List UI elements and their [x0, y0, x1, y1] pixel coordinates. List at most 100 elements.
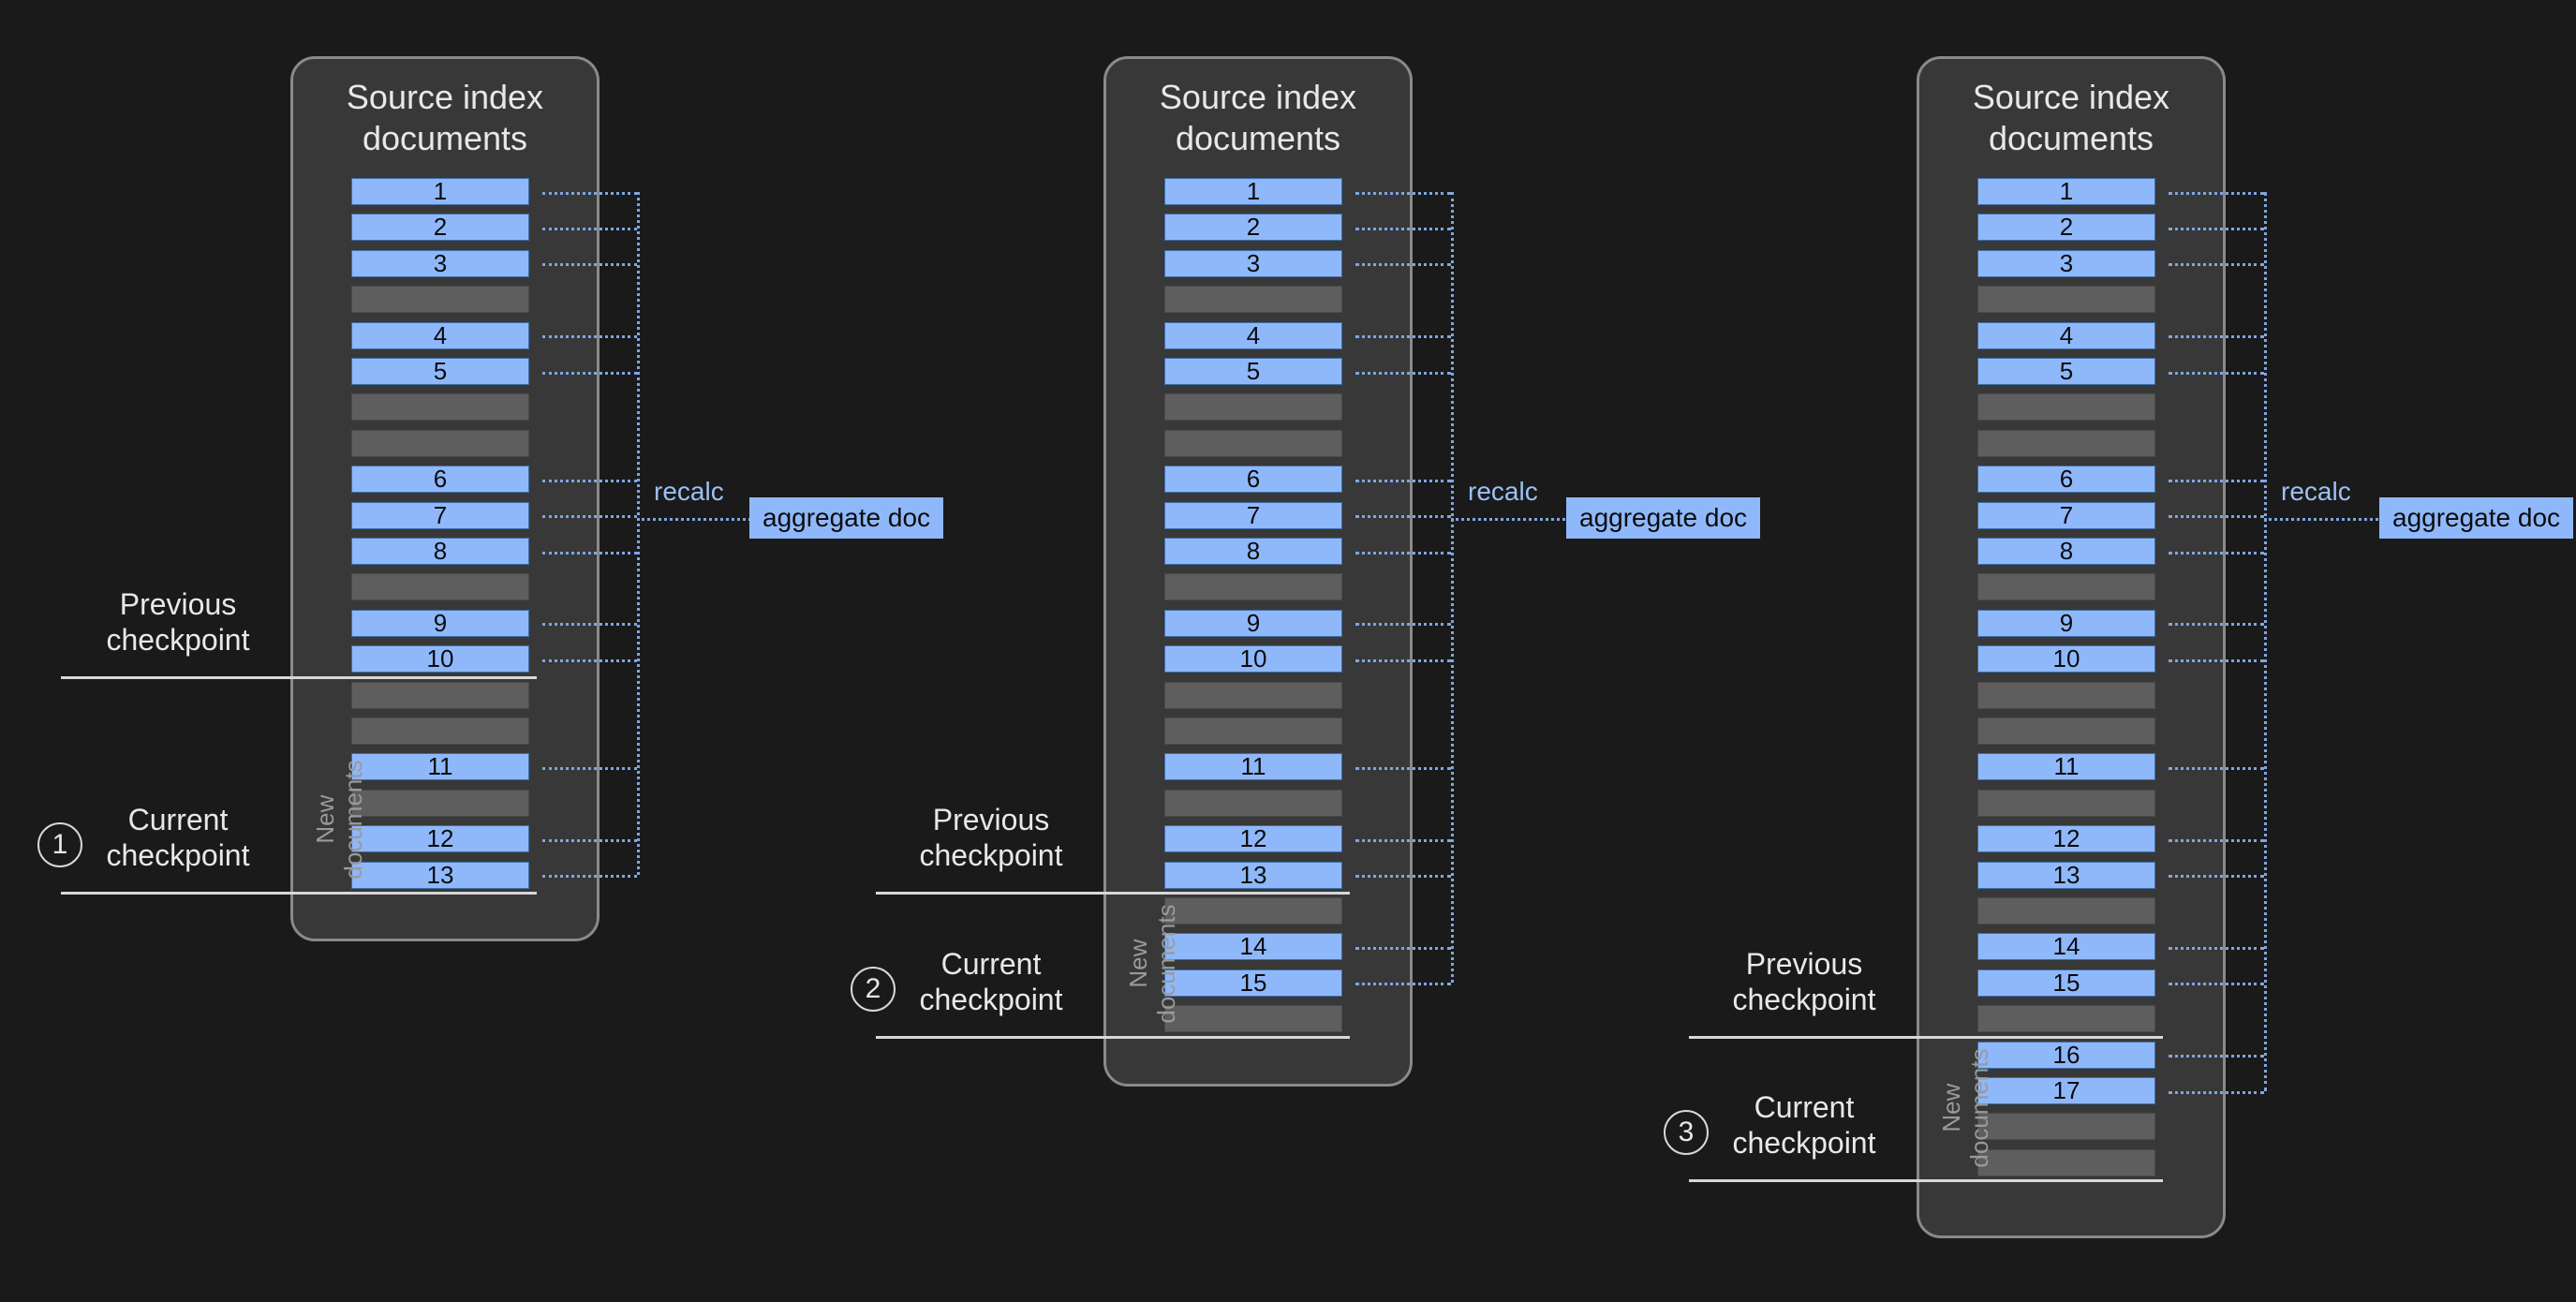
leader-line	[2169, 838, 2264, 842]
leader-line	[2169, 623, 2264, 627]
current-checkpoint-rule	[1689, 1179, 2163, 1183]
recalc-arrow	[1451, 518, 1571, 521]
leader-line	[542, 479, 637, 482]
leader-line	[1355, 515, 1451, 519]
leader-line	[2169, 1090, 2264, 1094]
leader-line	[542, 263, 637, 267]
empty-row	[351, 718, 529, 745]
current-checkpoint-label: Current checkpoint	[106, 803, 250, 872]
step-number-2: 2	[851, 966, 896, 1012]
document-row-12: 12	[1164, 824, 1342, 853]
document-row-1: 1	[1977, 177, 2155, 205]
empty-row	[1977, 789, 2155, 817]
leader-line	[542, 335, 637, 339]
empty-row	[351, 789, 529, 817]
leader-line	[542, 623, 637, 627]
document-row-3: 3	[1164, 249, 1342, 277]
empty-row	[1164, 286, 1342, 314]
recalc-label: recalc	[654, 477, 724, 506]
document-row-2: 2	[1977, 213, 2155, 242]
leader-line	[2169, 983, 2264, 986]
document-row-10: 10	[1977, 644, 2155, 673]
previous-checkpoint-label: Previous checkpoint	[1732, 946, 1876, 1016]
document-row-1: 1	[1164, 177, 1342, 205]
leader-line	[1355, 263, 1451, 267]
empty-row	[1977, 1148, 2155, 1176]
document-row-10: 10	[351, 644, 529, 673]
document-row-5: 5	[1164, 357, 1342, 385]
empty-row	[1164, 573, 1342, 601]
leader-line	[2169, 479, 2264, 482]
previous-checkpoint-rule	[61, 675, 537, 679]
empty-row	[351, 286, 529, 314]
leader-line	[1355, 623, 1451, 627]
step-number-1: 1	[37, 822, 82, 867]
document-row-3: 3	[1977, 249, 2155, 277]
document-row-12: 12	[351, 824, 529, 853]
document-row-4: 4	[351, 321, 529, 349]
current-checkpoint-label: Current checkpoint	[919, 946, 1063, 1016]
leader-line	[542, 838, 637, 842]
leader-line	[542, 658, 637, 662]
panel-title-1: Source index documents	[346, 78, 544, 157]
empty-row	[1164, 897, 1342, 925]
leader-line	[542, 766, 637, 770]
empty-row	[1977, 286, 2155, 314]
empty-row	[1977, 897, 2155, 925]
empty-row	[351, 681, 529, 709]
aggregation-bus	[2264, 191, 2267, 1091]
document-row-10: 10	[1164, 644, 1342, 673]
leader-line	[2169, 658, 2264, 662]
document-row-13: 13	[351, 861, 529, 889]
empty-row	[351, 573, 529, 601]
leader-line	[542, 551, 637, 555]
leader-line	[2169, 766, 2264, 770]
document-row-15: 15	[1977, 969, 2155, 997]
leader-line	[2169, 875, 2264, 879]
leader-line	[542, 227, 637, 230]
aggregate-doc-box: aggregate doc	[2379, 497, 2574, 539]
current-checkpoint-label: Current checkpoint	[1732, 1090, 1876, 1161]
aggregate-doc-box: aggregate doc	[1566, 497, 1761, 539]
empty-row	[1164, 1005, 1342, 1033]
leader-line	[2169, 263, 2264, 267]
current-checkpoint-rule	[61, 892, 537, 895]
document-row-1: 1	[351, 177, 529, 205]
previous-checkpoint-label: Previous checkpoint	[106, 586, 250, 657]
leader-line	[2169, 946, 2264, 950]
document-row-16: 16	[1977, 1041, 2155, 1069]
leader-line	[2169, 335, 2264, 339]
empty-row	[1977, 393, 2155, 422]
document-row-12: 12	[1977, 824, 2155, 853]
leader-line	[2169, 191, 2264, 195]
document-row-6: 6	[1977, 465, 2155, 494]
document-row-5: 5	[351, 357, 529, 385]
document-row-14: 14	[1164, 932, 1342, 961]
document-row-6: 6	[351, 465, 529, 494]
leader-line	[1355, 875, 1451, 879]
new-documents-label: New documents	[1124, 904, 1180, 1024]
document-row-6: 6	[1164, 465, 1342, 494]
document-row-11: 11	[1164, 752, 1342, 781]
recalc-arrow	[2264, 518, 2384, 521]
document-row-8: 8	[1977, 537, 2155, 565]
document-row-3: 3	[351, 249, 529, 277]
step-number-3: 3	[1664, 1110, 1709, 1156]
leader-line	[542, 371, 637, 375]
leader-line	[1355, 335, 1451, 339]
leader-line	[1355, 658, 1451, 662]
document-row-11: 11	[351, 752, 529, 781]
leader-line	[542, 875, 637, 879]
recalc-arrow	[637, 518, 757, 521]
document-row-8: 8	[1164, 537, 1342, 565]
recalc-label: recalc	[2281, 477, 2351, 506]
leader-line	[2169, 227, 2264, 230]
document-row-4: 4	[1164, 321, 1342, 349]
previous-checkpoint-label: Previous checkpoint	[919, 803, 1063, 872]
leader-line	[1355, 983, 1451, 986]
empty-row	[1164, 718, 1342, 745]
empty-row	[1164, 681, 1342, 709]
leader-line	[1355, 766, 1451, 770]
empty-row	[1164, 429, 1342, 457]
